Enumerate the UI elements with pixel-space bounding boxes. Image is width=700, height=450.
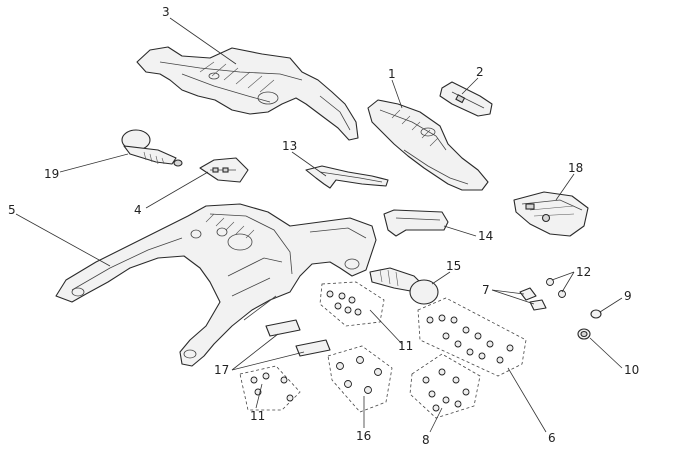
fastener-group-11-lower (239, 365, 301, 411)
part-5-subframe (55, 203, 377, 367)
part-4-clip (199, 157, 249, 183)
part-3-frame-bracket (136, 46, 359, 141)
part-9-nut (590, 309, 602, 319)
part-14-license-bracket (383, 209, 449, 237)
part-17-plates (265, 319, 331, 357)
callout-18: 18 (568, 161, 583, 175)
callout-11-upper: 11 (398, 339, 413, 353)
callout-4: 4 (134, 203, 142, 217)
part-10-cap (577, 328, 591, 340)
part-18-tail-light (513, 191, 589, 237)
callout-6: 6 (548, 431, 556, 445)
callout-16: 16 (356, 429, 371, 443)
callout-9: 9 (624, 289, 632, 303)
callout-7: 7 (482, 283, 490, 297)
callout-11-lower: 11 (250, 409, 265, 423)
part-7-plates (519, 287, 547, 311)
callout-labels: 3 1 2 19 4 5 13 18 14 15 11 6 7 12 9 10 … (8, 5, 639, 447)
leader-lines (15, 17, 623, 433)
callout-13: 13 (282, 139, 297, 153)
part-12-bolts (546, 278, 566, 298)
fastener-group-6 (417, 297, 527, 377)
callout-14: 14 (478, 229, 493, 243)
part-2-pad (439, 81, 493, 117)
part-19-stem (121, 129, 183, 167)
callout-15: 15 (446, 259, 461, 273)
callout-12: 12 (576, 265, 591, 279)
callout-5: 5 (8, 203, 16, 217)
callout-2: 2 (476, 65, 484, 79)
callout-17: 17 (214, 363, 229, 377)
fastener-group-11-upper (319, 281, 385, 327)
fastener-group-8 (409, 353, 481, 419)
fastener-group-16 (327, 345, 393, 413)
callout-8: 8 (422, 433, 430, 447)
callout-3: 3 (162, 5, 170, 19)
part-1-tail-fender (367, 99, 489, 191)
callout-19: 19 (44, 167, 59, 181)
part-15-turn-signal (369, 267, 439, 305)
callout-10: 10 (624, 363, 639, 377)
callout-1: 1 (388, 67, 396, 81)
part-13-bracket (305, 165, 389, 189)
